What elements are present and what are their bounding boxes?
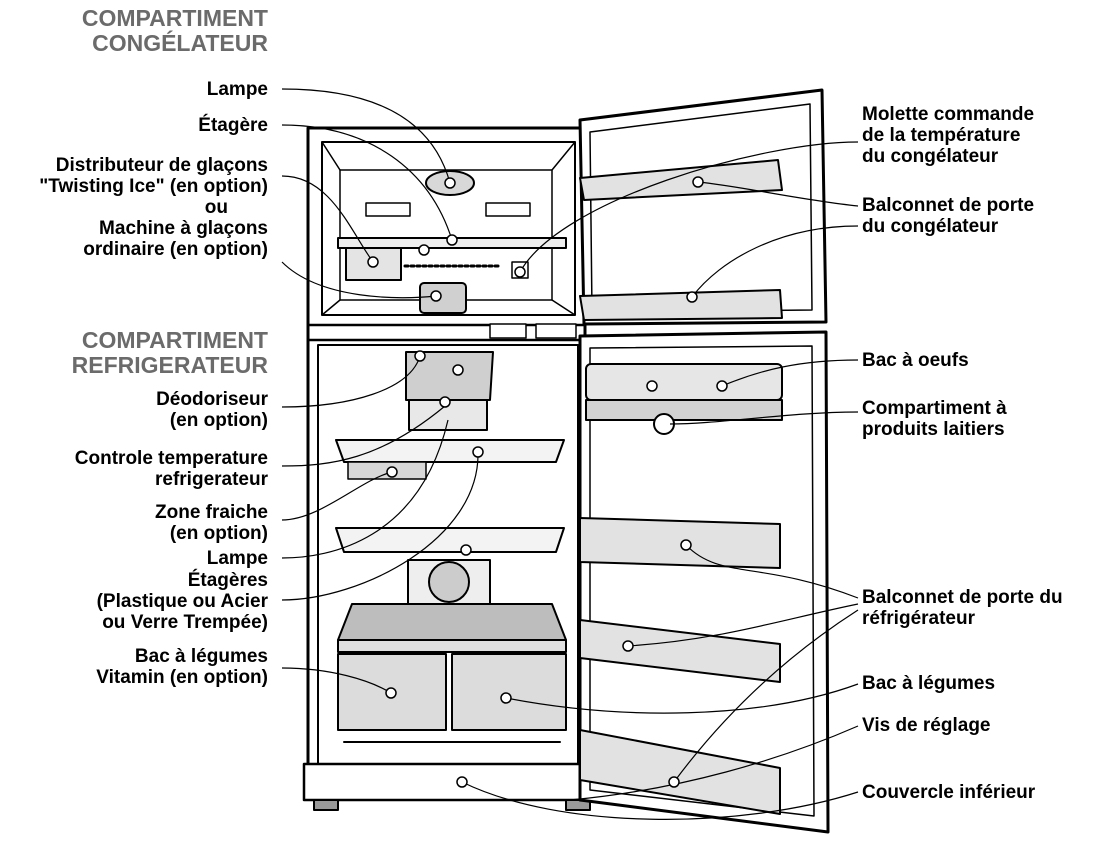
leader-balconnet-ref (685, 544, 859, 599)
label-molette: Molette commande de la température du co… (862, 104, 1035, 167)
leader-machine (281, 261, 437, 299)
leader-balconnet-ref-3 (673, 609, 859, 783)
leader-zone (281, 471, 393, 521)
fridge-door-bin-1 (579, 517, 781, 569)
label-deodoriseur: Déodoriseur (en option) (156, 389, 268, 431)
leader-compartiment (669, 411, 859, 425)
egg-tray (585, 363, 783, 401)
label-balconnet-ref: Balconnet de porte du réfrigérateur (862, 587, 1063, 629)
fridge-shelf-2 (335, 527, 565, 553)
freezer-door-bin-bottom (579, 289, 783, 321)
leader-vis (569, 725, 859, 801)
fridge-shelf-1 (335, 439, 565, 463)
label-lampe-top: Lampe (206, 79, 268, 100)
leader-lampe-top (281, 88, 451, 184)
label-balconnet-cong: Balconnet de porte du congélateur (862, 195, 1035, 237)
label-etageres: Étagères (Plastique ou Acier ou Verre Tr… (96, 570, 268, 633)
crisper-drawer-right (451, 653, 567, 731)
label-bac-oeufs: Bac à oeufs (862, 350, 969, 371)
leader-etageres (281, 451, 479, 601)
leader-lampe-bottom (281, 419, 449, 559)
label-couvercle: Couvercle inférieur (862, 782, 1036, 803)
freezer-door (578, 88, 828, 326)
label-compartiment: Compartiment à produits laitiers (862, 398, 1007, 440)
leader-molette (519, 141, 859, 273)
bottom-cover (302, 762, 590, 802)
leader-controle (281, 405, 446, 467)
leader-bac-vitamin (281, 667, 392, 694)
leader-deodoriseur (281, 355, 421, 408)
deodorizer (405, 351, 494, 401)
leader-balconnet-cong (697, 181, 859, 207)
section-fridge: COMPARTIMENT REFRIGERATEUR (71, 327, 268, 378)
leader-bac-oeufs (721, 359, 859, 387)
label-lampe-bottom: Lampe (206, 548, 268, 569)
section-freezer: COMPARTIMENT CONGÉLATEUR (81, 5, 268, 56)
leader-etagere (281, 124, 453, 241)
fridge-door-bin-3 (579, 729, 781, 815)
label-controle: Controle temperature refrigerateur (74, 448, 268, 490)
label-zone: Zone fraiche (en option) (155, 502, 268, 544)
leader-balconnet-cong-2 (691, 225, 859, 298)
leader-balconnet-ref-2 (627, 603, 859, 647)
leader-couvercle (461, 781, 859, 820)
label-etagere: Étagère (198, 115, 268, 136)
crisper-cover (337, 603, 567, 641)
label-distributeur: Distributeur de glaçons "Twisting Ice" (… (39, 155, 268, 260)
dairy-compartment (585, 399, 783, 421)
label-bac-legumes: Bac à légumes (862, 673, 996, 694)
label-bac-vitamin: Bac à légumes Vitamin (en option) (96, 646, 268, 688)
freezer-vent-right (485, 202, 531, 217)
leader-bac-legumes (505, 683, 859, 714)
freezer-vent-left (365, 202, 411, 217)
label-vis: Vis de réglage (862, 715, 991, 736)
leader-distributeur (281, 175, 374, 263)
fridge-fan (428, 561, 470, 603)
